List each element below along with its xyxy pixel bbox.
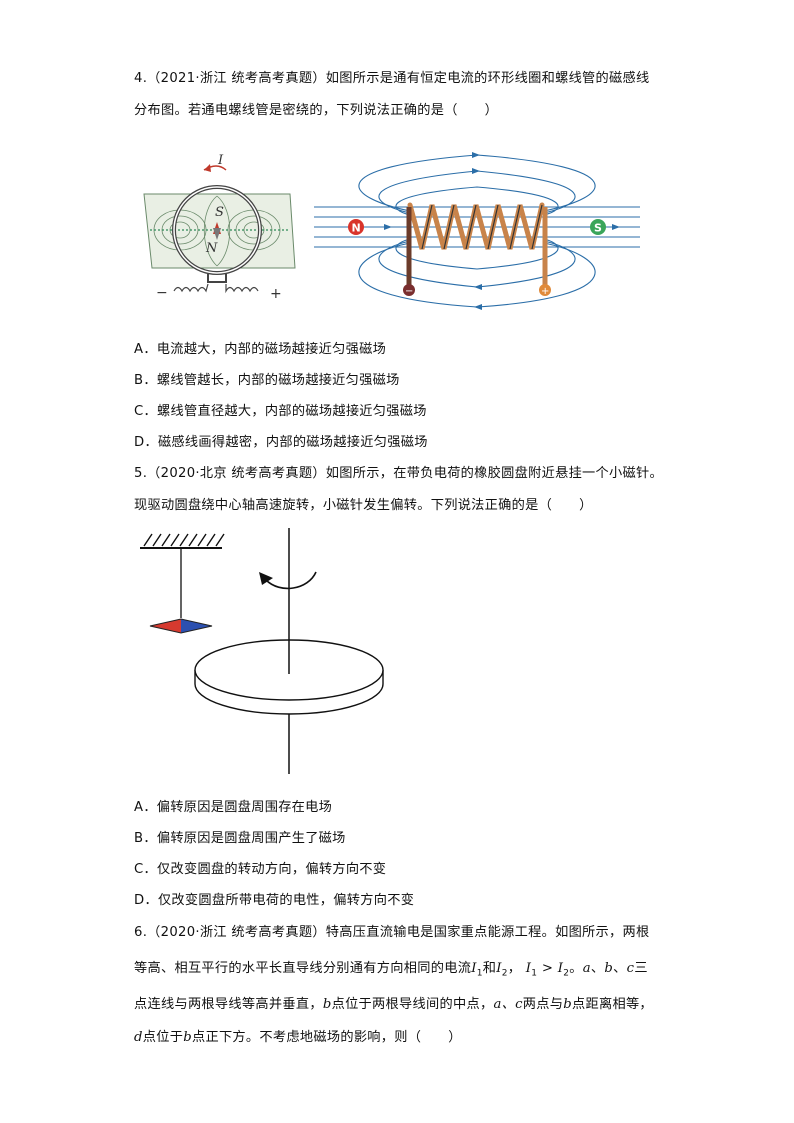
q4-stem-line1: 4.（2021·浙江 统考高考真题）如图所示是通有恒定电流的环形线圈和螺线管的磁… (134, 71, 650, 86)
points-ac: a、c (493, 997, 523, 1012)
q4-option-c: C．螺线管直径越大，内部的磁场越接近匀强磁场 (134, 404, 427, 419)
point-a: a (582, 961, 591, 976)
q5-option-a: A．偏转原因是圆盘周围存在电场 (134, 800, 333, 815)
point-b-3: b (563, 997, 572, 1012)
q4-option-d: D．磁感线画得越密，内部的磁场越接近匀强磁场 (134, 435, 428, 450)
q6-line4b: 点正下方。不考虑地磁场的影响，则（ ） (191, 1030, 462, 1045)
svg-text:−: − (405, 286, 413, 297)
q5-option-b: B．偏转原因是圆盘周围产生了磁场 (134, 831, 346, 846)
sep2: 、 (613, 961, 627, 976)
q6-line3c: 两点与 (522, 997, 564, 1012)
current-label: I (217, 153, 224, 168)
solenoid-south-pole: S (594, 222, 602, 235)
rotating-disk-figure (140, 528, 384, 774)
current-i2-sub: 2 (501, 968, 508, 979)
q6-line3d: 点距离相等， (572, 997, 653, 1012)
q6-tail2: 三 (634, 961, 648, 976)
q6-line2-text: 等高、相互平行的水平长直导线分别通有方向相同的电流 (134, 961, 472, 976)
q6-stem-line2: 等高、相互平行的水平长直导线分别通有方向相同的电流I1和I2， I1 > I2。… (134, 957, 648, 979)
relation-i2: I (557, 961, 564, 976)
q6-line3b: 点位于两根导线间的中点， (331, 997, 494, 1012)
q4-option-b: B．螺线管越长，内部的磁场越接近匀强磁场 (134, 373, 400, 388)
current-i1: I (471, 961, 477, 976)
north-label: N (205, 241, 218, 256)
q4-option-a: A．电流越大，内部的磁场越接近匀强磁场 (134, 342, 387, 357)
relation-i1: I (525, 961, 532, 976)
q5-stem-line2: 现驱动圆盘绕中心轴高速旋转，小磁针发生偏转。下列说法正确的是（ ） (134, 498, 593, 513)
q4-stem-line2: 分布图。若通电螺线管是密绕的，下列说法正确的是（ ） (134, 103, 499, 118)
point-c: c (626, 961, 635, 976)
plus-terminal-label: + (270, 286, 282, 302)
solenoid-figure: − + N S (314, 152, 640, 310)
q6-and: 和 (482, 961, 497, 976)
q6-stem-line1: 6.（2020·浙江 统考高考真题）特高压直流输电是国家重点能源工程。如图所示，… (134, 925, 650, 940)
relation-i1-sub: 1 (531, 968, 538, 979)
q6-stem-line4: d点位于b点正下方。不考虑地磁场的影响，则（ ） (134, 1026, 462, 1045)
q6-comma: ， (507, 961, 522, 976)
relation-sign: > (541, 961, 554, 976)
solenoid-north-pole: N (352, 222, 361, 235)
q5-stem-line1: 5.（2020·北京 统考高考真题）如图所示，在带负电荷的橡胶圆盘附近悬挂一个小… (134, 466, 663, 481)
q5-option-c: C．仅改变圆盘的转动方向，偏转方向不变 (134, 862, 387, 877)
q6-period: 。 (569, 961, 583, 976)
q5-option-d: D．仅改变圆盘所带电荷的电性，偏转方向不变 (134, 893, 415, 908)
ring-coil-figure: I S N − + (143, 153, 296, 302)
point-b: b (604, 961, 614, 976)
relation-i2-sub: 2 (563, 968, 570, 979)
q6-stem-line3: 点连线与两根导线等高并垂直，b点位于两根导线间的中点，a、c两点与b点距离相等， (134, 993, 653, 1012)
south-label: S (215, 205, 224, 220)
current-i2: I (496, 961, 502, 976)
point-b-4: b (183, 1030, 192, 1045)
q6-line3a: 点连线与两根导线等高并垂直， (134, 997, 323, 1012)
svg-text:+: + (541, 286, 549, 297)
minus-terminal-label: − (156, 285, 168, 301)
current-i1-sub: 1 (476, 968, 483, 979)
q6-line4a: 点位于 (142, 1030, 184, 1045)
sep1: 、 (590, 961, 605, 976)
point-d: d (134, 1030, 143, 1045)
point-b-2: b (322, 997, 332, 1012)
